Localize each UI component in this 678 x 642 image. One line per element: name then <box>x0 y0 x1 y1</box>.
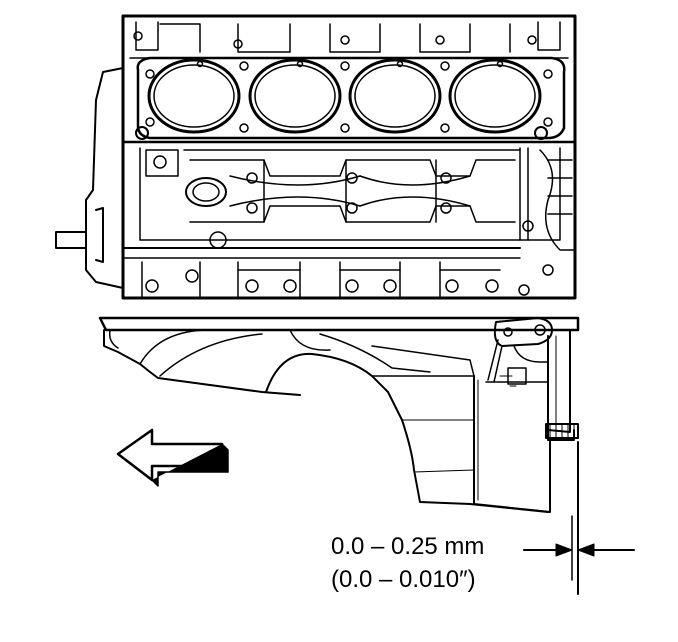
front-direction-arrow <box>116 428 229 487</box>
oil-pan <box>98 316 580 513</box>
clearance-spec-imperial: (0.0 – 0.010″) <box>331 566 476 593</box>
block-side-ribs <box>139 147 576 276</box>
clearance-dimension <box>523 441 635 595</box>
engine-block <box>55 14 577 300</box>
arrow-right-icon <box>555 543 573 557</box>
pan-rail-bolts <box>141 261 530 299</box>
arrow-left-icon <box>577 543 595 557</box>
cylinder-bores <box>136 56 566 140</box>
clearance-spec-metric: 0.0 – 0.25 mm <box>331 533 485 560</box>
crankshaft-stub <box>55 231 87 249</box>
